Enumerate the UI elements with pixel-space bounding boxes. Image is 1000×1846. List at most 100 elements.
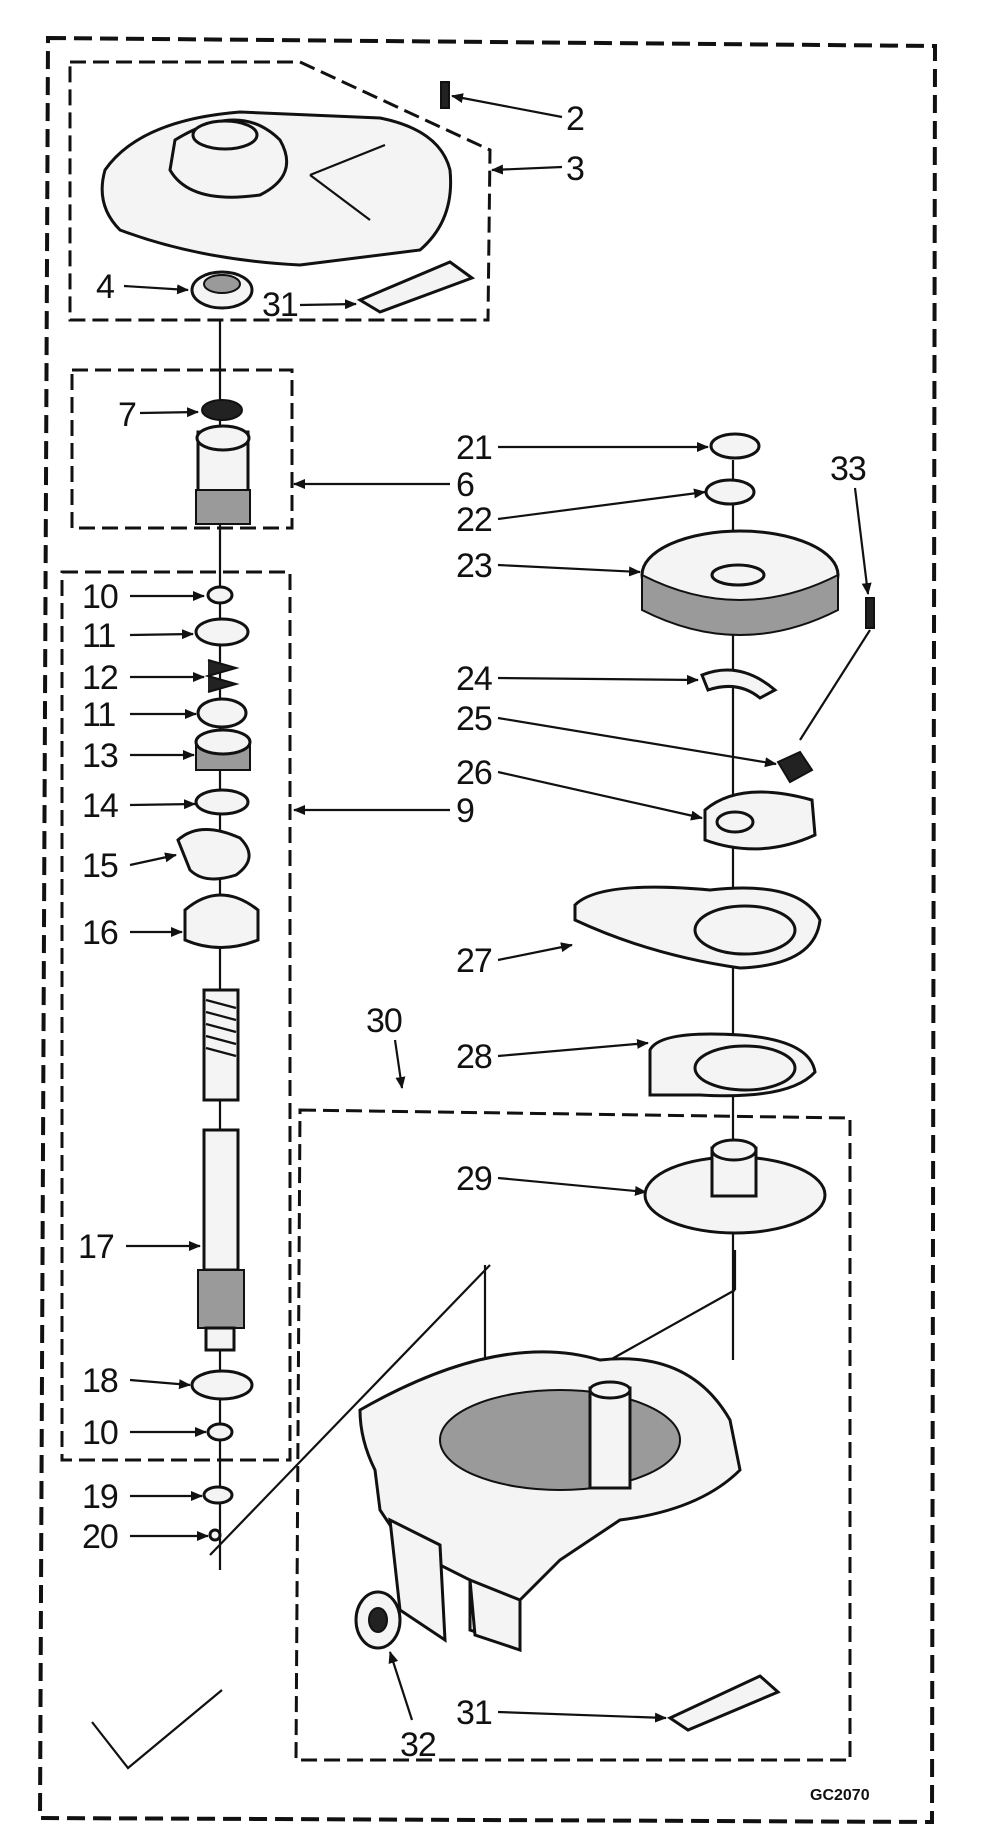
check-mark <box>91 1689 223 1770</box>
leader-32 <box>388 1651 414 1721</box>
callout-22: 22 <box>456 501 492 539</box>
washer-14 <box>194 788 250 816</box>
cover-boss <box>191 119 259 151</box>
gearcase-group-box <box>294 1108 852 1762</box>
callout-24: 24 <box>456 660 492 698</box>
leader-22 <box>497 488 706 521</box>
callout-21: 21 <box>456 429 492 467</box>
callout-30: 30 <box>366 1002 402 1040</box>
diagram-code: GC2070 <box>810 1787 870 1804</box>
thrust-washer-mid <box>196 697 248 729</box>
leader-24 <box>497 674 699 685</box>
gear-case-leg-left <box>388 1517 447 1643</box>
callout-29: 29 <box>456 1160 492 1198</box>
pawl-25 <box>776 750 814 784</box>
gear-case-post <box>588 1386 632 1490</box>
leader-29 <box>497 1176 647 1196</box>
callout-33: 33 <box>830 450 866 488</box>
leader-33 <box>853 487 872 595</box>
roller-32-hub <box>368 1607 388 1633</box>
washer-22 <box>704 478 756 506</box>
pinion-top <box>195 424 251 452</box>
thrust-washer-top <box>194 617 250 647</box>
pin-guide-line <box>799 629 871 741</box>
bearing-inner <box>203 274 241 294</box>
leader-25 <box>497 716 777 768</box>
leader-23 <box>497 563 641 577</box>
leader-11a <box>129 629 194 640</box>
clutch-16 <box>183 893 260 949</box>
callout-16: 16 <box>82 914 118 952</box>
diag-line-a <box>209 1264 491 1556</box>
leader-3 <box>491 164 563 175</box>
leader-2 <box>451 93 563 119</box>
plate-26 <box>703 790 817 851</box>
callout-26: 26 <box>456 754 492 792</box>
leader-7 <box>139 407 199 418</box>
callout-31: 31 <box>262 286 298 324</box>
main-gear-teeth <box>641 573 839 636</box>
callout-10: 10 <box>82 578 118 616</box>
callout-17: 17 <box>78 1228 114 1266</box>
callout-14: 14 <box>82 787 118 825</box>
leader-15 <box>129 852 177 867</box>
retaining-ring-top <box>206 585 234 605</box>
shaft-tip <box>204 1326 236 1352</box>
gear-13-top <box>194 728 252 756</box>
callout-18: 18 <box>82 1362 118 1400</box>
arm-27-ring <box>693 904 797 956</box>
plate-26-hole <box>715 810 755 834</box>
ring-21 <box>709 432 761 460</box>
callout-9: 9 <box>456 792 474 830</box>
callout-32: 32 <box>400 1726 436 1764</box>
shaft-gear <box>197 1269 245 1329</box>
screw-part <box>440 81 450 109</box>
callout-23: 23 <box>456 547 492 585</box>
callout-6: 6 <box>456 466 474 504</box>
leader-18 <box>129 1378 191 1390</box>
shaft-spline <box>205 998 237 1058</box>
callout-15: 15 <box>82 847 118 885</box>
shaft-upper <box>202 988 240 1102</box>
callout-31: 31 <box>456 1694 492 1732</box>
shaft-lower <box>202 1128 240 1272</box>
callout-11: 11 <box>82 696 115 734</box>
gear-case-leg-right <box>468 1577 522 1653</box>
callout-11: 11 <box>82 617 115 655</box>
shaft-group-box <box>60 570 292 1462</box>
cover-group-box <box>68 60 492 322</box>
callout-28: 28 <box>456 1038 492 1076</box>
retaining-ring-bottom <box>206 1422 234 1442</box>
gear-case-bowl <box>439 1389 681 1491</box>
cam-15 <box>176 828 251 881</box>
pinion-teeth <box>195 489 251 525</box>
washer-19 <box>202 1485 234 1505</box>
grease-tube-bottom <box>666 1674 781 1732</box>
leader-26 <box>497 770 703 821</box>
gear-case-post-top <box>588 1380 632 1400</box>
spring-part <box>204 659 240 693</box>
callout-4: 4 <box>96 268 114 306</box>
ball-20 <box>208 1528 222 1542</box>
callout-10: 10 <box>82 1414 118 1452</box>
callout-19: 19 <box>82 1478 118 1516</box>
outer-border <box>37 35 938 1825</box>
main-gear-hub <box>710 563 766 587</box>
leader-31b <box>497 1710 667 1723</box>
pinion-washer <box>201 399 243 421</box>
callout-2: 2 <box>566 100 584 138</box>
grease-tube-top <box>356 260 476 314</box>
pin-33 <box>865 597 875 629</box>
leader-28 <box>497 1038 649 1058</box>
callout-7: 7 <box>118 396 136 434</box>
leader-4 <box>123 284 189 295</box>
callout-3: 3 <box>566 150 584 188</box>
cam-gear-boss-top <box>710 1138 758 1162</box>
callout-27: 27 <box>456 942 492 980</box>
leader-27 <box>497 942 573 962</box>
washer-18 <box>190 1369 254 1401</box>
pinion-group-box <box>70 368 294 530</box>
callout-13: 13 <box>82 737 118 775</box>
leader-31a <box>299 299 357 310</box>
